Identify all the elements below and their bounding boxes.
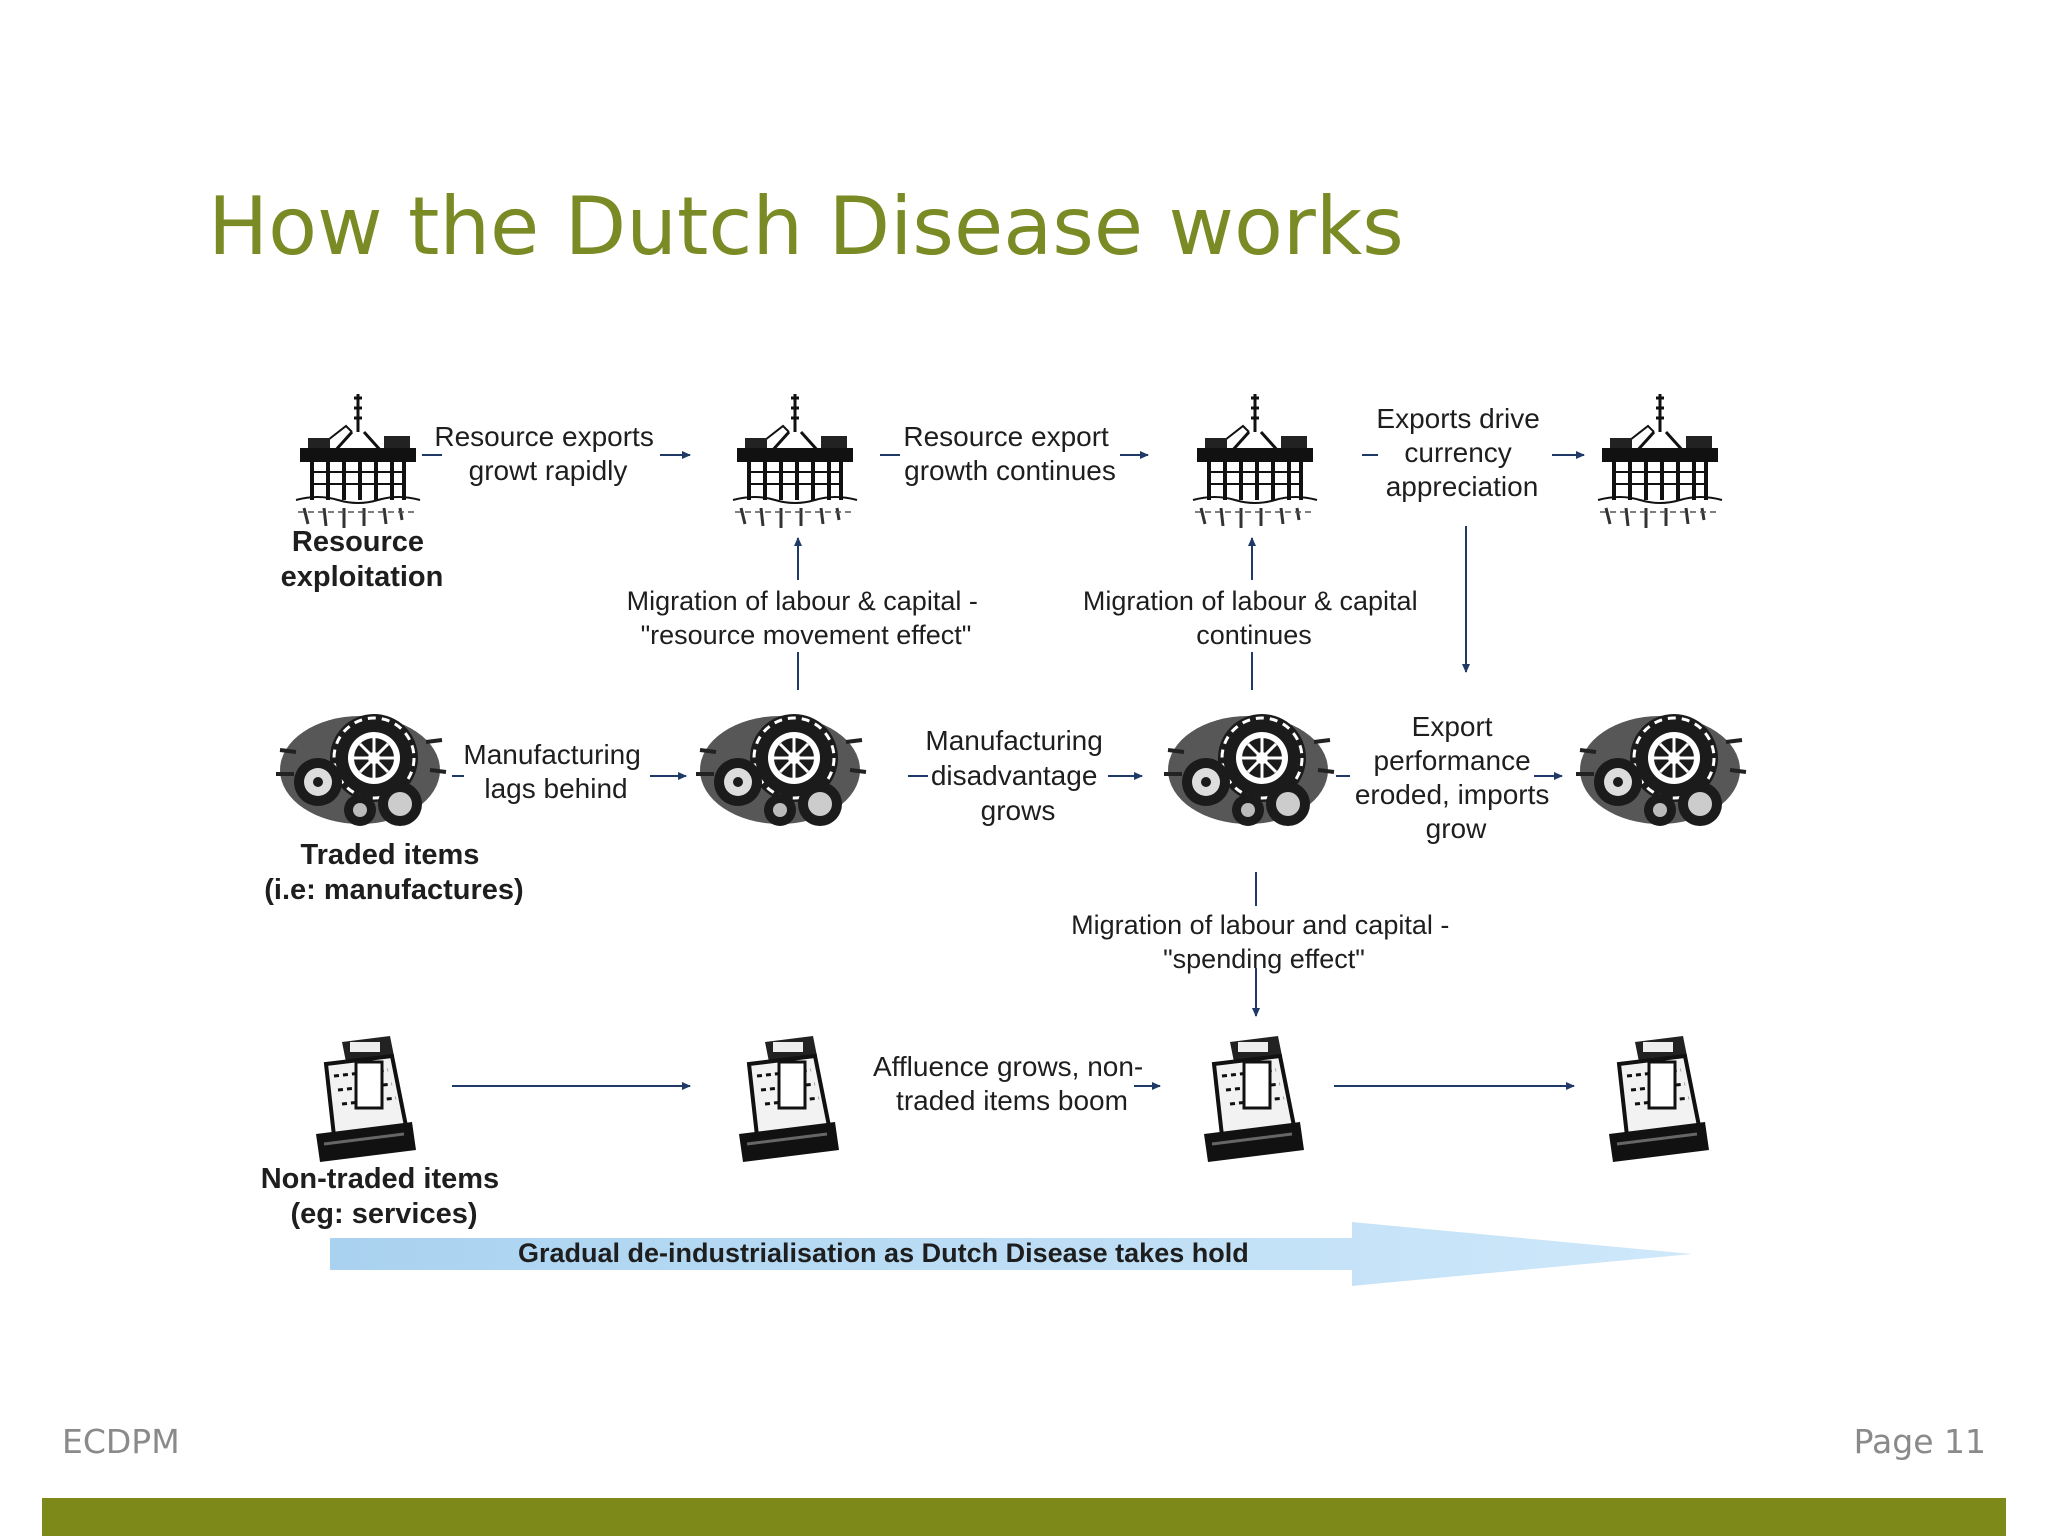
svg-text:Exports drive currency: Exports drive currency appreciation: [1376, 403, 1547, 502]
cash-register-icon: [737, 1034, 841, 1164]
oil-rig-icon: [1191, 392, 1319, 530]
svg-text:Resource export growth c: Resource export growth continues: [903, 421, 1116, 486]
slide-title: How the Dutch Disease works: [208, 180, 1404, 273]
svg-text:Resource exports growt r: Resource exports growt rapidly: [434, 421, 661, 486]
row-label-nontraded: Non-traded items (eg: services): [261, 1163, 508, 1230]
resource-arrow: Resource exports growt rapidly: [422, 421, 691, 486]
row-label-traded: Traded items (i.e: manufactures): [264, 839, 523, 906]
oil-rig-icon: [731, 392, 859, 530]
migration-arrow: Migration of labour and capital - "spend…: [1071, 872, 1457, 1017]
footer-organization: ECDPM: [62, 1422, 180, 1461]
traded-arrow: Manufacturing lags behind: [452, 739, 687, 804]
gears-icon: [694, 712, 868, 828]
page-number: Page 11: [1853, 1422, 1986, 1461]
gears-icon: [1162, 712, 1336, 828]
gears-icon: [1574, 712, 1748, 828]
resource-arrow: Resource export growth continues: [880, 421, 1149, 486]
migration-arrow: Migration of labour & capital - "resourc…: [627, 537, 986, 690]
progress-arrow: [330, 1222, 1692, 1286]
svg-text:Migration of labour and capita: Migration of labour and capital - "spend…: [1071, 910, 1457, 974]
svg-text:Migration of labour & capital: Migration of labour & capital continues: [1083, 586, 1425, 650]
svg-text:Migration of labour & capital: Migration of labour & capital - "resourc…: [627, 586, 986, 650]
footer-bar: [42, 1498, 2006, 1536]
traded-arrow: Export performance eroded, imports grow: [1336, 711, 1563, 844]
svg-text:Manufacturing lags behin: Manufacturing lags behind: [463, 739, 648, 804]
oil-rig-icon: [1596, 392, 1724, 530]
progress-label: Gradual de-industrialisation as Dutch Di…: [518, 1238, 1249, 1268]
migration-arrow: Migration of labour & capital continues: [1083, 537, 1425, 690]
traded-arrow: Manufacturing disadvantage grows: [908, 725, 1143, 826]
svg-text:Manufacturing disadvanta: Manufacturing disadvantage grows: [925, 725, 1110, 826]
nontraded-arrow: Affluence grows, non- traded items boom: [873, 1051, 1161, 1116]
resource-arrow: Exports drive currency appreciation: [1362, 403, 1585, 502]
svg-text:Export performance: Export performance eroded, imports grow: [1355, 711, 1557, 844]
gears-icon: [274, 712, 448, 828]
cash-register-icon: [314, 1034, 418, 1164]
row-label-resource: Resource exploitation: [281, 526, 444, 593]
cash-register-icon: [1202, 1034, 1306, 1164]
oil-rig-icon: [294, 392, 422, 530]
cash-register-icon: [1607, 1034, 1711, 1164]
svg-text:Affluence grows, non- tr: Affluence grows, non- traded items boom: [873, 1051, 1151, 1116]
